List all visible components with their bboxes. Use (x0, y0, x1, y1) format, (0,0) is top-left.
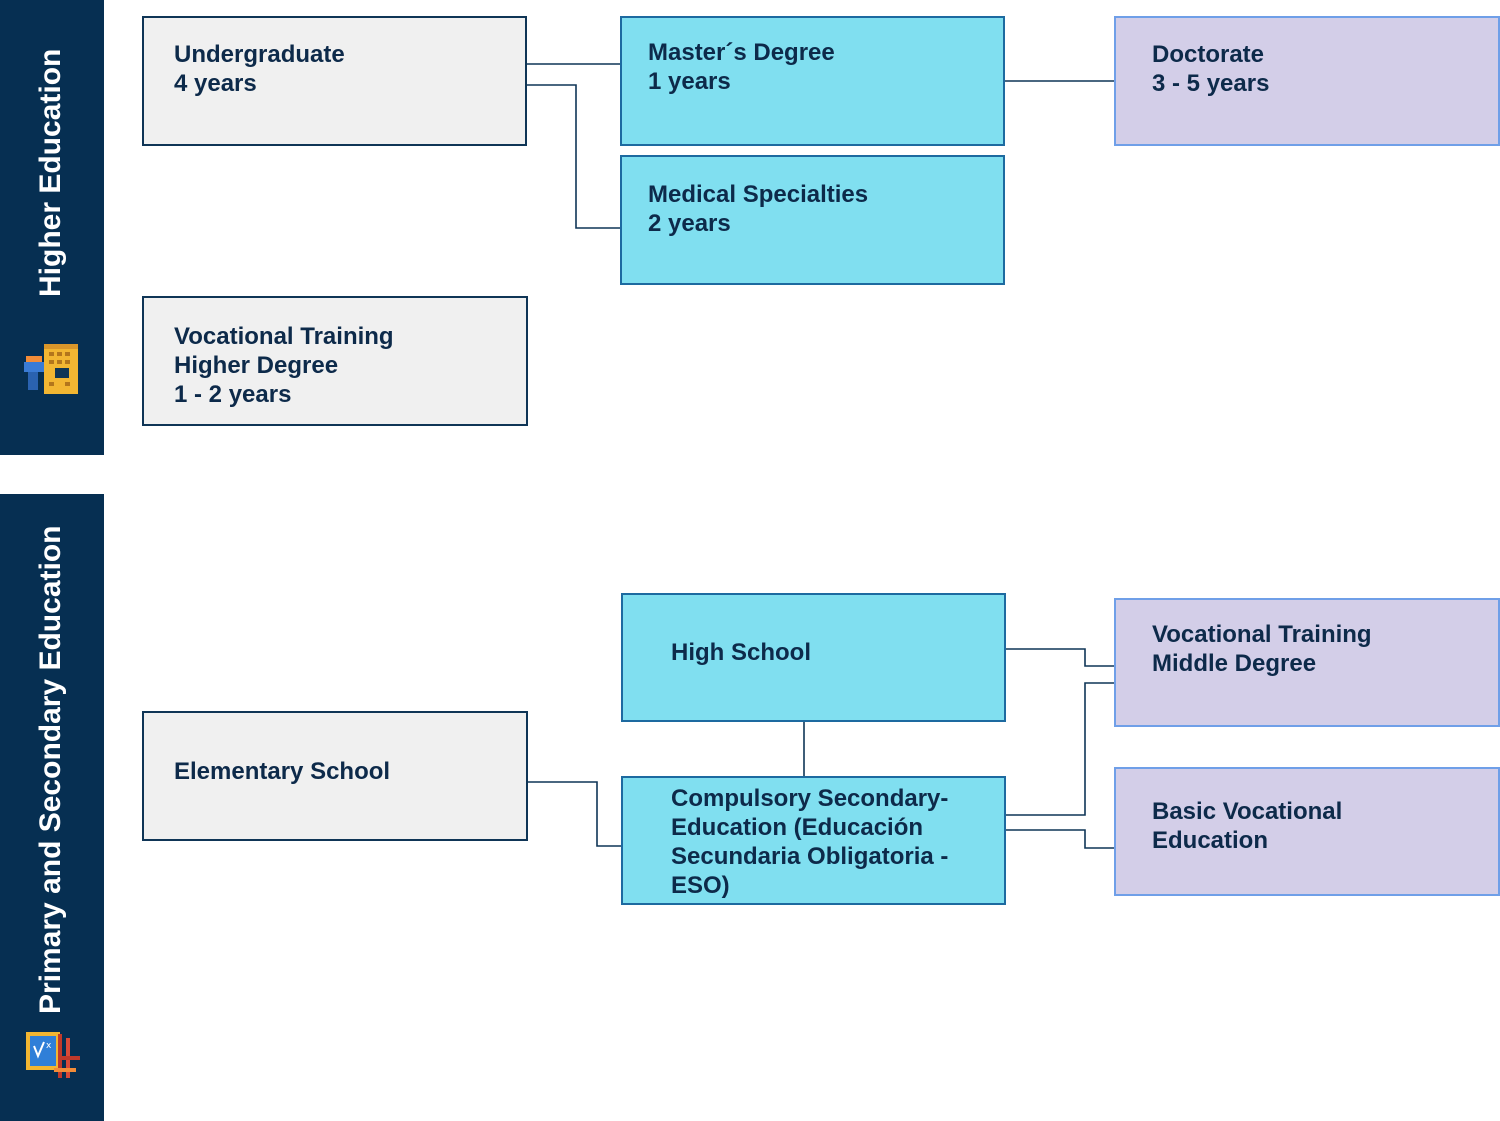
high-school-box: High School (621, 593, 1006, 722)
undergraduate-box: Undergraduate 4 years (142, 16, 527, 146)
doctorate-duration: 3 - 5 years (1152, 70, 1270, 97)
university-building-icon (24, 344, 78, 394)
elementary-school-title: Elementary School (174, 758, 391, 785)
high-school-title: High School (671, 639, 811, 666)
higher-education-band: Higher Education (0, 0, 104, 455)
medical-specialties-box: Medical Specialties 2 years (620, 155, 1005, 285)
vocational-higher-duration: 1 - 2 years (174, 381, 292, 408)
masters-degree-title: Master´s Degree (648, 39, 835, 66)
vocational-middle-subtitle: Middle Degree (1152, 650, 1317, 677)
compulsory-secondary-box: Compulsory Secondary- Education (Educaci… (621, 776, 1006, 905)
vocational-training-middle-box: Vocational Training Middle Degree (1114, 598, 1500, 727)
vocational-training-higher-box: Vocational Training Higher Degree 1 - 2 … (142, 296, 528, 426)
vocational-middle-title: Vocational Training (1152, 621, 1372, 648)
eso-line-4: ESO) (671, 872, 730, 899)
classroom-chalkboard-icon: x (26, 1032, 80, 1078)
connector-eso-to-vocmiddle (1006, 682, 1114, 816)
eso-line-1: Compulsory Secondary- (671, 785, 949, 812)
medical-specialties-duration: 2 years (648, 210, 731, 237)
eso-line-3: Secundaria Obligatoria - (671, 843, 949, 870)
masters-degree-box: Master´s Degree 1 years (620, 16, 1005, 146)
basic-vocational-line-2: Education (1152, 827, 1269, 854)
medical-specialties-title: Medical Specialties (648, 181, 869, 208)
svg-text:x: x (46, 1041, 52, 1051)
elementary-school-box: Elementary School (142, 711, 528, 841)
undergraduate-title: Undergraduate (174, 41, 345, 68)
primary-secondary-education-band: Primary and Secondary Education x (0, 494, 104, 1121)
basic-vocational-line-1: Basic Vocational (1152, 798, 1343, 825)
connector-highschool-to-vocmiddle (1006, 648, 1114, 667)
doctorate-box: Doctorate 3 - 5 years (1114, 16, 1500, 146)
doctorate-title: Doctorate (1152, 41, 1265, 68)
vocational-higher-subtitle: Higher Degree (174, 352, 339, 379)
connector-undergrad-to-medical (527, 84, 620, 229)
undergraduate-duration: 4 years (174, 70, 257, 97)
basic-vocational-box: Basic Vocational Education (1114, 767, 1500, 896)
eso-line-2: Education (Educación (671, 814, 924, 841)
connector-eso-to-basicvoc (1006, 829, 1114, 849)
vocational-higher-title: Vocational Training (174, 323, 394, 350)
masters-degree-duration: 1 years (648, 68, 731, 95)
connector-elementary-to-eso (528, 781, 621, 847)
